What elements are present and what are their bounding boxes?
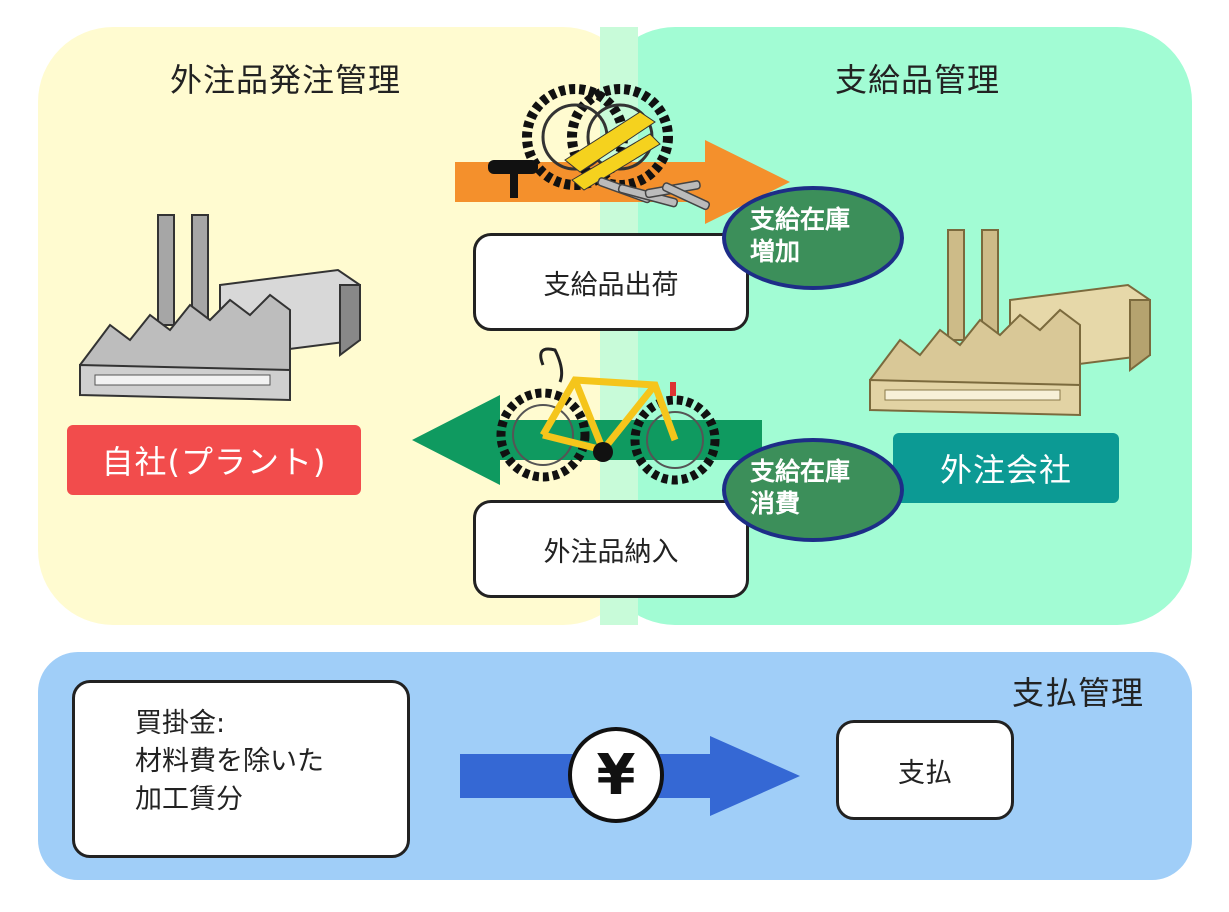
- payable-line3: 加工賃分: [135, 784, 243, 815]
- supply-shipment-box: 支給品出荷: [473, 233, 749, 331]
- inventory-increase-line1: 支給在庫: [750, 205, 851, 234]
- delivery-box: 外注品納入: [473, 500, 749, 598]
- bicycle-parts-icon: [488, 84, 711, 211]
- subcontractor-factory-icon: [869, 229, 1151, 417]
- payment-management-title: 支払管理: [1012, 674, 1145, 712]
- inventory-increase-ellipse: 支給在庫 増加: [722, 186, 904, 290]
- inventory-consume-ellipse: 支給在庫 消費: [722, 438, 904, 542]
- payable-line1: 買掛金:: [135, 708, 226, 739]
- payment-box: 支払: [836, 720, 1014, 820]
- yen-icon: ¥: [568, 727, 664, 823]
- own-factory-icon: [79, 214, 361, 402]
- payable-line2: 材料費を除いた: [135, 746, 324, 777]
- inventory-increase-line2: 増加: [750, 237, 801, 266]
- supply-management-title: 支給品管理: [835, 61, 1001, 99]
- order-management-title: 外注品発注管理: [170, 61, 402, 99]
- bicycle-icon: [496, 347, 720, 485]
- own-company-label: 自社(プラント): [67, 425, 361, 495]
- accounts-payable-box: 買掛金: 材料費を除いた 加工賃分: [72, 680, 410, 858]
- inventory-consume-line2: 消費: [750, 489, 801, 518]
- inventory-consume-line1: 支給在庫: [750, 457, 851, 486]
- subcontractor-label: 外注会社: [893, 433, 1119, 503]
